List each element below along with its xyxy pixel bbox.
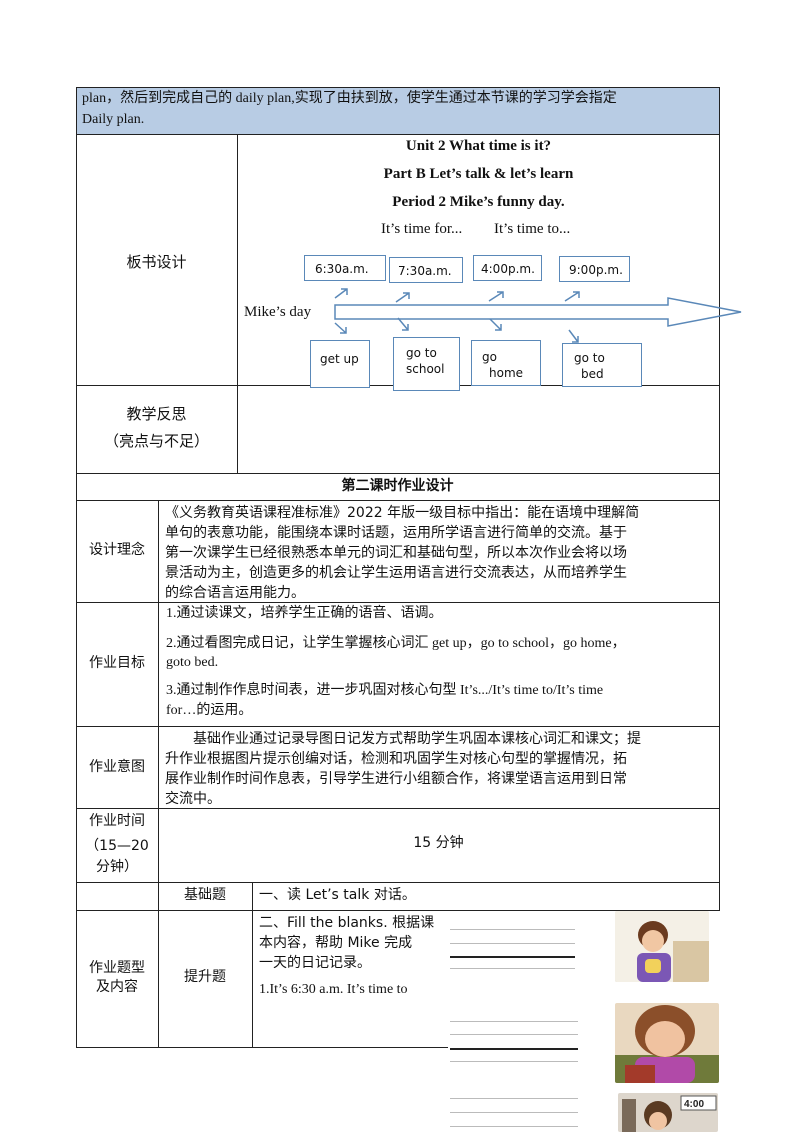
divider bbox=[76, 882, 720, 883]
top-row-text-line2: Daily plan. bbox=[82, 112, 145, 127]
divider bbox=[158, 500, 159, 1047]
picture-mike-going-to-school bbox=[615, 1003, 719, 1083]
text-line: 的综合语言运用能力。 bbox=[165, 585, 305, 601]
text-line: 交流中。 bbox=[165, 791, 221, 807]
intent-label: 作业意图 bbox=[89, 759, 145, 775]
basic-label: 基础题 bbox=[184, 887, 226, 903]
divider bbox=[76, 910, 720, 911]
divider bbox=[76, 87, 77, 1047]
time-box: 4:00p.m. bbox=[473, 255, 542, 281]
text-line: 基础作业通过记录导图日记发方式帮助学生巩固本课核心词汇和课文；提 bbox=[193, 731, 641, 747]
types-label: 作业题型 bbox=[89, 960, 145, 976]
answer-blank bbox=[450, 968, 575, 969]
divider bbox=[719, 87, 720, 910]
picture-mike-getting-up bbox=[615, 911, 709, 982]
activity-label: go bbox=[482, 350, 497, 364]
basic-content: 一、读 Let’s talk 对话。 bbox=[259, 887, 416, 903]
time-label: 7:30a.m. bbox=[398, 264, 452, 278]
clock-text: 4:00 bbox=[684, 1099, 704, 1110]
answer-blank bbox=[450, 1126, 578, 1127]
picture-clock-scene: 4:00 bbox=[618, 1093, 718, 1132]
activity-label: school bbox=[406, 362, 445, 376]
text-line: 单句的表意功能，能围绕本课时话题，运用所学语言进行简单的交流。基于 bbox=[165, 525, 627, 541]
activity-box: go home bbox=[471, 340, 541, 386]
divider bbox=[76, 500, 720, 501]
activity-label: bed bbox=[581, 367, 604, 381]
time-label: 9:00p.m. bbox=[569, 263, 623, 277]
goal-3-line2: for…的运用。 bbox=[166, 703, 253, 718]
board-title-unit: Unit 2 What time is it? bbox=[405, 138, 552, 154]
goals-label: 作业目标 bbox=[89, 655, 145, 671]
goal-3-line1: 3.通过制作作息时间表，进一步巩固对核心句型 It’s.../It’s time… bbox=[166, 683, 604, 698]
time-label: 6:30a.m. bbox=[315, 262, 369, 276]
text-line: 第一次课学生已经很熟悉本单元的词汇和基础句型，所以本次作业会将以场 bbox=[165, 545, 627, 561]
divider bbox=[76, 808, 720, 809]
text-line: 景活动为主，创造更多的机会让学生运用语言进行交流表达，从而培养学生 bbox=[165, 565, 627, 581]
reflection-sublabel: （亮点与不足） bbox=[103, 432, 209, 450]
answer-blank bbox=[450, 1034, 578, 1035]
time-label: 作业时间 bbox=[89, 813, 145, 829]
pattern-time-to: It’s time to... bbox=[494, 221, 571, 237]
time-box: 9:00p.m. bbox=[559, 256, 630, 282]
top-row-text-line1: plan，然后到完成自己的 daily plan,实现了由扶到放，使学生通过本节… bbox=[82, 91, 617, 106]
time-value: 15 分钟 bbox=[413, 835, 464, 851]
time-box: 7:30a.m. bbox=[389, 257, 463, 283]
reflection-label: 教学反思 bbox=[126, 405, 187, 423]
homework-title: 第二课时作业设计 bbox=[341, 478, 454, 494]
advanced-line1: 二、Fill the blanks. 根据课 bbox=[259, 915, 435, 931]
goal-2-line2: goto bed. bbox=[166, 655, 219, 670]
text-line: 展作业制作时间作息表，引导学生进行小组额合作，将课堂语言运用到日常 bbox=[165, 771, 627, 787]
advanced-line2: 本内容，帮助 Mike 完成 bbox=[259, 935, 413, 951]
board-title-part: Part B Let’s talk & let’s learn bbox=[383, 166, 574, 182]
answer-blank bbox=[450, 1112, 578, 1113]
divider bbox=[76, 87, 720, 88]
divider bbox=[237, 134, 238, 473]
time-range: （15—20 bbox=[85, 838, 149, 854]
time-box: 6:30a.m. bbox=[304, 255, 386, 281]
board-title-period: Period 2 Mike’s funny day. bbox=[392, 194, 565, 210]
advanced-line3: 一天的日记记录。 bbox=[259, 955, 371, 971]
time-unit: 分钟） bbox=[96, 859, 138, 875]
board-design-label: 板书设计 bbox=[126, 253, 187, 271]
answer-blank bbox=[450, 1021, 578, 1022]
goal-2-line1: 2.通过看图完成日记，让学生掌握核心词汇 get up，go to school… bbox=[166, 636, 626, 651]
types-label-2: 及内容 bbox=[96, 979, 138, 995]
time-label: 4:00p.m. bbox=[481, 262, 535, 276]
mikes-day-label: Mike’s day bbox=[244, 304, 312, 320]
answer-blank bbox=[450, 1098, 578, 1099]
answer-blank bbox=[450, 1061, 578, 1062]
activity-label: go to bbox=[574, 351, 605, 365]
activity-box: get up bbox=[310, 340, 370, 388]
divider bbox=[252, 882, 253, 1047]
divider bbox=[76, 473, 720, 474]
answer-blank bbox=[450, 943, 575, 944]
top-row-background bbox=[76, 87, 719, 134]
activity-box: go to bed bbox=[562, 343, 642, 387]
goal-1: 1.通过读课文，培养学生正确的语音、语调。 bbox=[166, 606, 443, 621]
text-line: 升作业根据图片提示创编对话，检测和巩固学生对核心句型的掌握情况，拓 bbox=[165, 751, 627, 767]
divider bbox=[76, 602, 720, 603]
answer-blank bbox=[450, 929, 575, 930]
activity-box: go to school bbox=[393, 337, 460, 391]
divider bbox=[76, 726, 720, 727]
pattern-time-for: It’s time for... bbox=[381, 221, 463, 237]
answer-blank bbox=[450, 1048, 578, 1050]
activity-label: go to bbox=[406, 346, 437, 360]
advanced-label: 提升题 bbox=[184, 969, 226, 985]
text-line: 《义务教育英语课程准标准》2022 年版一级目标中指出：能在语境中理解简 bbox=[165, 505, 640, 521]
divider bbox=[76, 134, 720, 135]
activity-label: home bbox=[489, 366, 524, 380]
divider bbox=[76, 1047, 448, 1048]
answer-blank bbox=[450, 956, 575, 958]
design-concept-text: 《义务教育英语课程准标准》2022 年版一级目标中指出：能在语境中理解简 单句的… bbox=[165, 503, 720, 603]
intent-text: 基础作业通过记录导图日记发方式帮助学生巩固本课核心词汇和课文；提 升作业根据图片… bbox=[165, 729, 720, 809]
advanced-question-1: 1.It’s 6:30 a.m. It’s time to bbox=[259, 982, 408, 997]
design-concept-label: 设计理念 bbox=[89, 542, 145, 558]
activity-label: get up bbox=[320, 352, 359, 366]
